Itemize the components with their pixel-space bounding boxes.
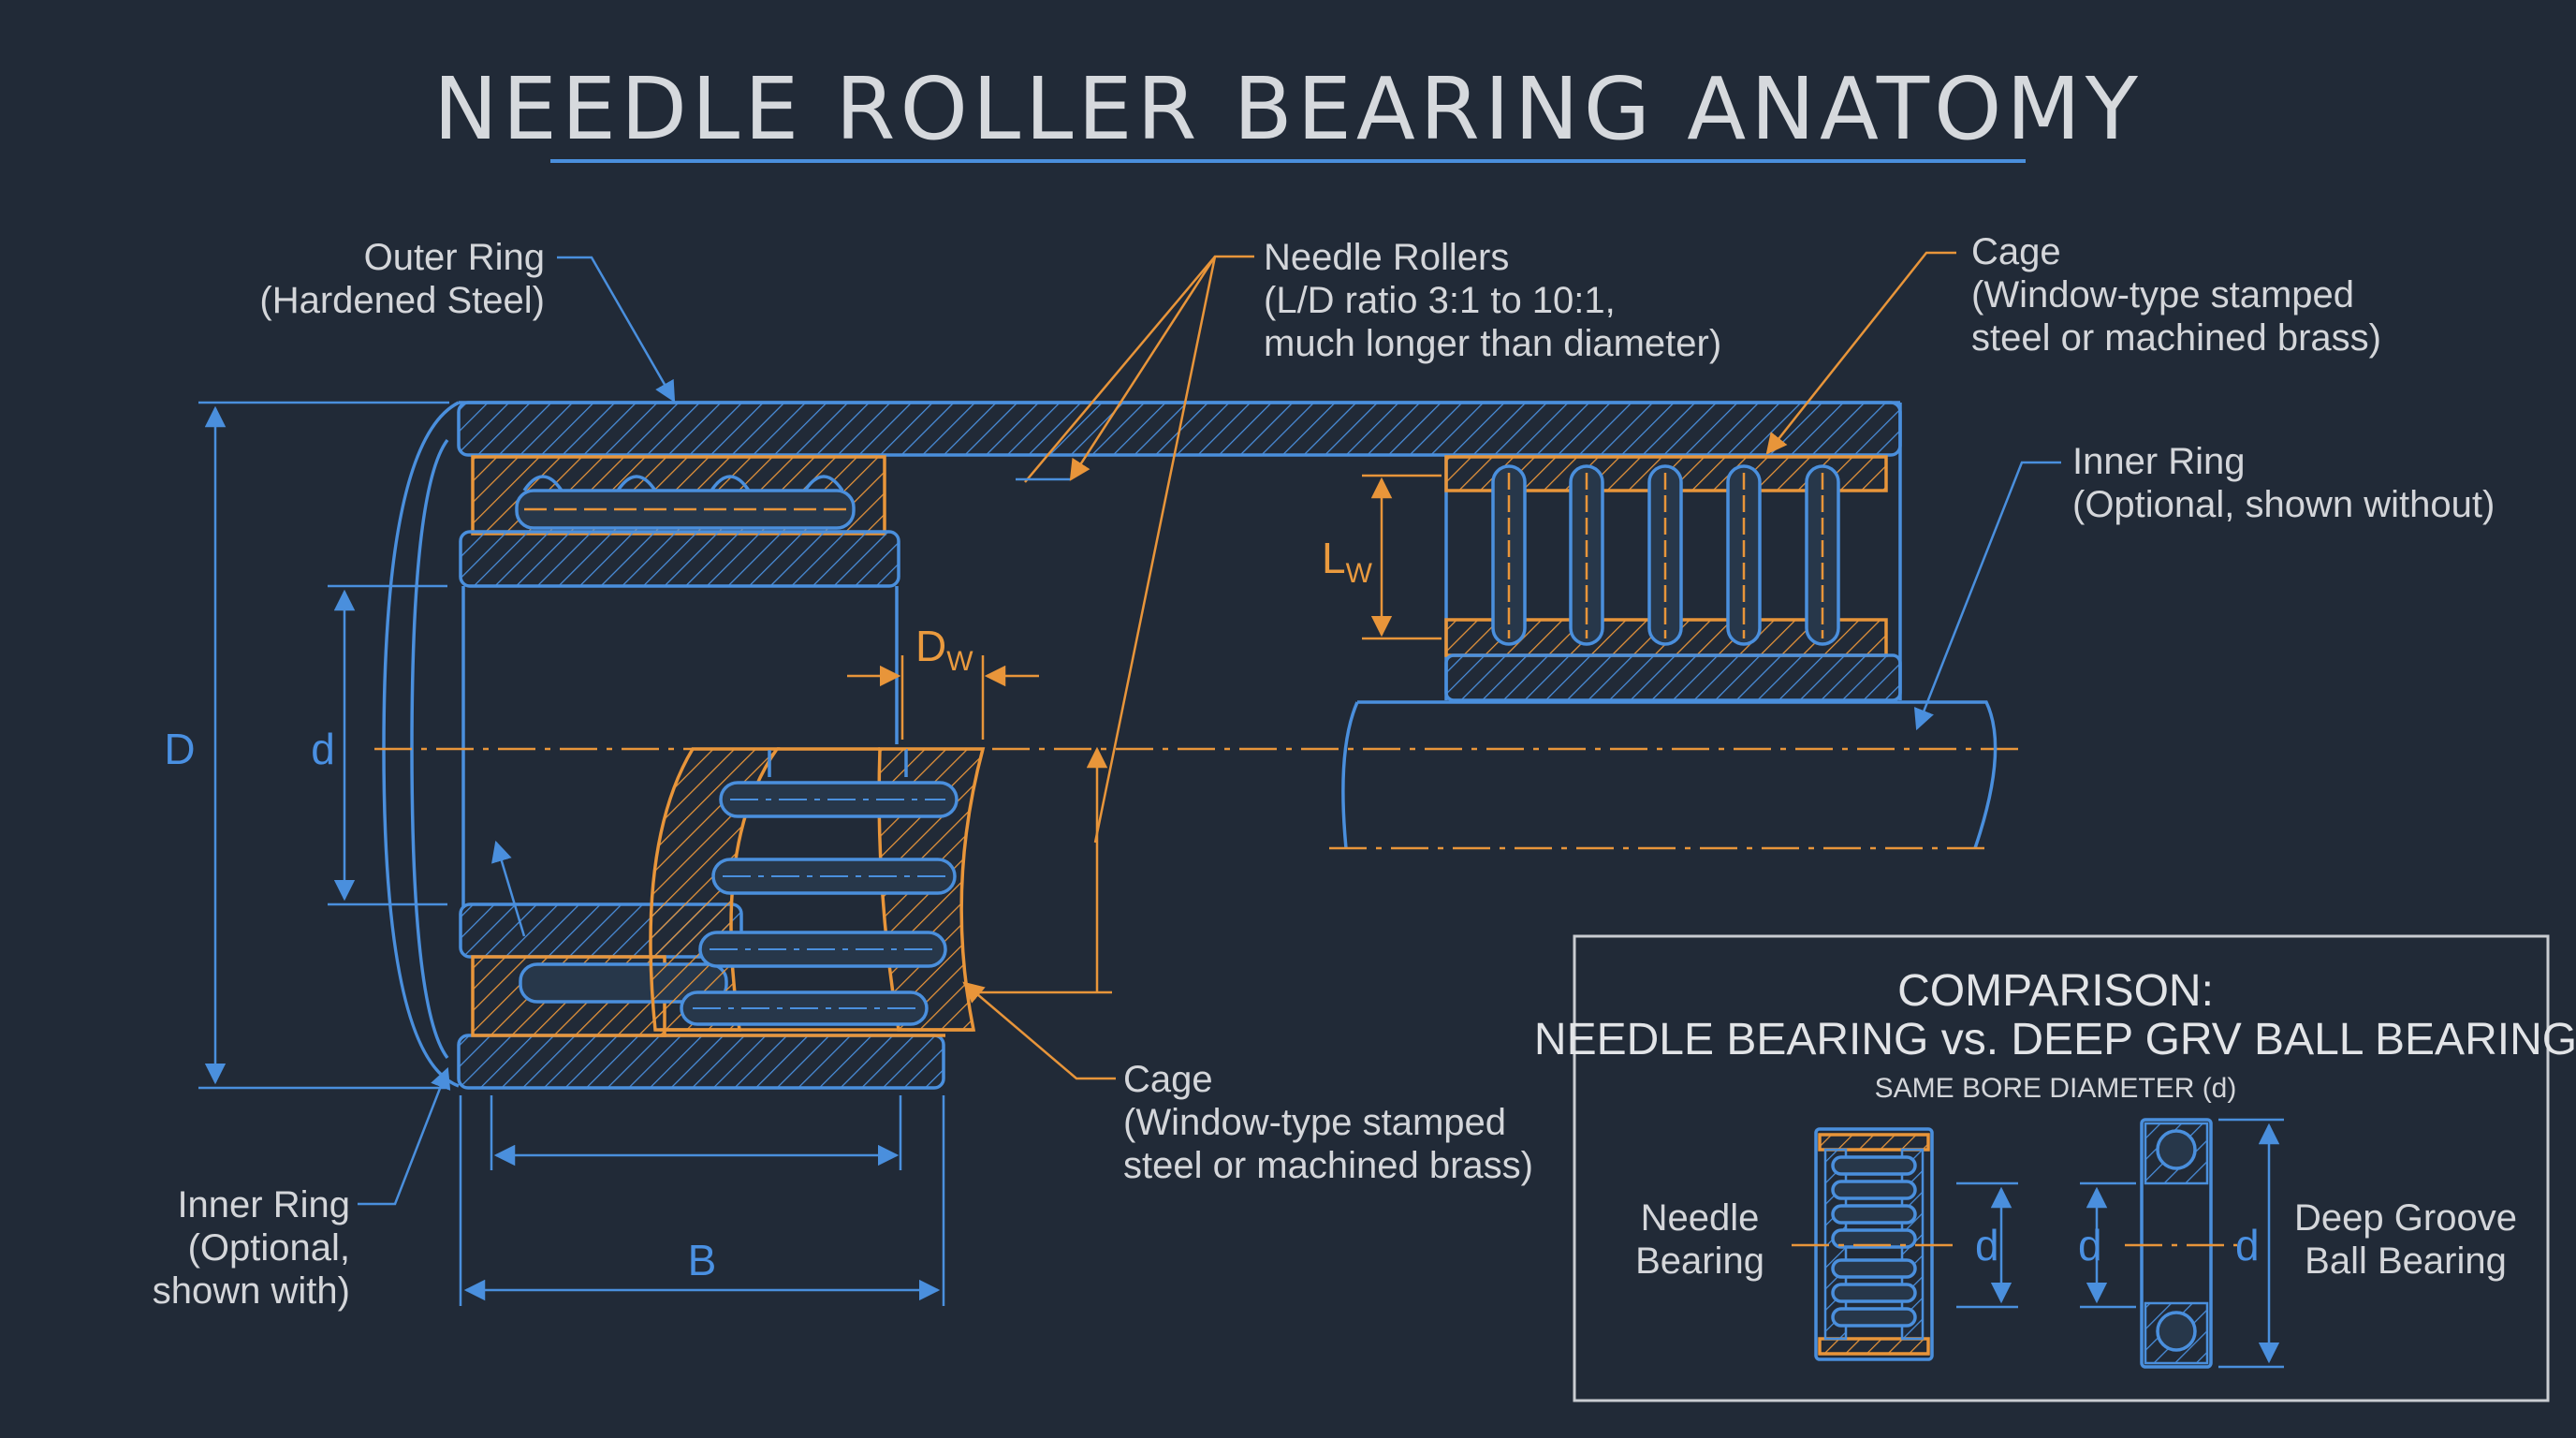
comparison-heading-1: COMPARISON: (1897, 966, 2214, 1016)
dim-d-label: d (311, 725, 335, 773)
svg-text:Inner Ring: Inner Ring (177, 1184, 350, 1225)
svg-text:(Optional, shown without): (Optional, shown without) (2072, 484, 2495, 525)
svg-text:(L/D ratio 3:1 to 10:1,: (L/D ratio 3:1 to 10:1, (1264, 280, 1616, 321)
comparison-right-label-2: Ball Bearing (2305, 1240, 2507, 1282)
inner-ring-top (459, 530, 900, 588)
svg-text:Cage: Cage (1971, 231, 2061, 272)
bearing-without-inner-ring (1329, 403, 1998, 850)
svg-text:steel or machined brass): steel or machined brass) (1971, 317, 2381, 359)
comparison-left-label-2: Bearing (1635, 1240, 1764, 1282)
svg-text:Inner Ring: Inner Ring (2072, 441, 2246, 482)
dim-lw-label: LW (1322, 534, 1373, 589)
comparison-subheading: SAME BORE DIAMETER (d) (1875, 1073, 2237, 1104)
svg-text:(Window-type stamped: (Window-type stamped (1971, 274, 2354, 315)
comparison-right-label-1: Deep Groove (2294, 1197, 2517, 1239)
comparison-bore-right: d (2235, 1221, 2260, 1269)
svg-text:Outer Ring: Outer Ring (364, 237, 545, 278)
mini-ball-bearing (2080, 1118, 2284, 1369)
svg-text:much longer than diameter): much longer than diameter) (1264, 323, 1721, 364)
outer-ring-face-outer (382, 401, 460, 1088)
callout-inner-ring-without: Inner Ring (Optional, shown without) (2072, 441, 2495, 525)
dim-D-label: D (164, 725, 195, 773)
svg-text:shown with): shown with) (153, 1270, 350, 1312)
mini-needle-bearing (1792, 1127, 2018, 1361)
outer-ring-bottom (457, 1034, 945, 1090)
comparison-frame (1573, 934, 2550, 1402)
outer-ring-lower (1444, 653, 1902, 702)
comparison-left-label-1: Needle (1641, 1197, 1760, 1239)
dim-B-label: B (688, 1236, 717, 1284)
comparison-bore-left: d (1975, 1221, 1999, 1269)
callout-inner-ring-with: Inner Ring (Optional, shown with) (153, 1184, 350, 1312)
svg-text:(Optional,: (Optional, (188, 1227, 350, 1269)
dim-dw-label: DW (915, 622, 973, 677)
comparison-bore-mid: d (2078, 1221, 2102, 1269)
svg-text:(Hardened Steel): (Hardened Steel) (259, 280, 545, 321)
comparison-panel: COMPARISON: NEEDLE BEARING vs. DEEP GRV … (1534, 934, 2576, 1402)
page-title: NEEDLE ROLLER BEARING ANATOMY (433, 59, 2143, 159)
callout-cage-top: Cage (Window-type stamped steel or machi… (1971, 231, 2381, 359)
callout-needle-rollers: Needle Rollers (L/D ratio 3:1 to 10:1, m… (1264, 237, 1721, 364)
callout-leaders (358, 251, 2061, 1206)
comparison-heading-2: NEEDLE BEARING vs. DEEP GRV BALL BEARING (1534, 1015, 2576, 1064)
cage-window-tops (522, 475, 844, 492)
main-bearing-cutaway (374, 401, 2022, 1090)
svg-text:Needle Rollers: Needle Rollers (1264, 237, 1509, 278)
callout-cage-bottom: Cage (Window-type stamped steel or machi… (1123, 1059, 1533, 1186)
svg-text:steel or machined brass): steel or machined brass) (1123, 1145, 1533, 1186)
shaft-outline (1341, 700, 1998, 849)
dimension-lines (198, 401, 1112, 1306)
svg-text:Cage: Cage (1123, 1059, 1213, 1100)
callout-outer-ring: Outer Ring (Hardened Steel) (259, 237, 545, 321)
svg-text:(Window-type stamped: (Window-type stamped (1123, 1102, 1506, 1143)
